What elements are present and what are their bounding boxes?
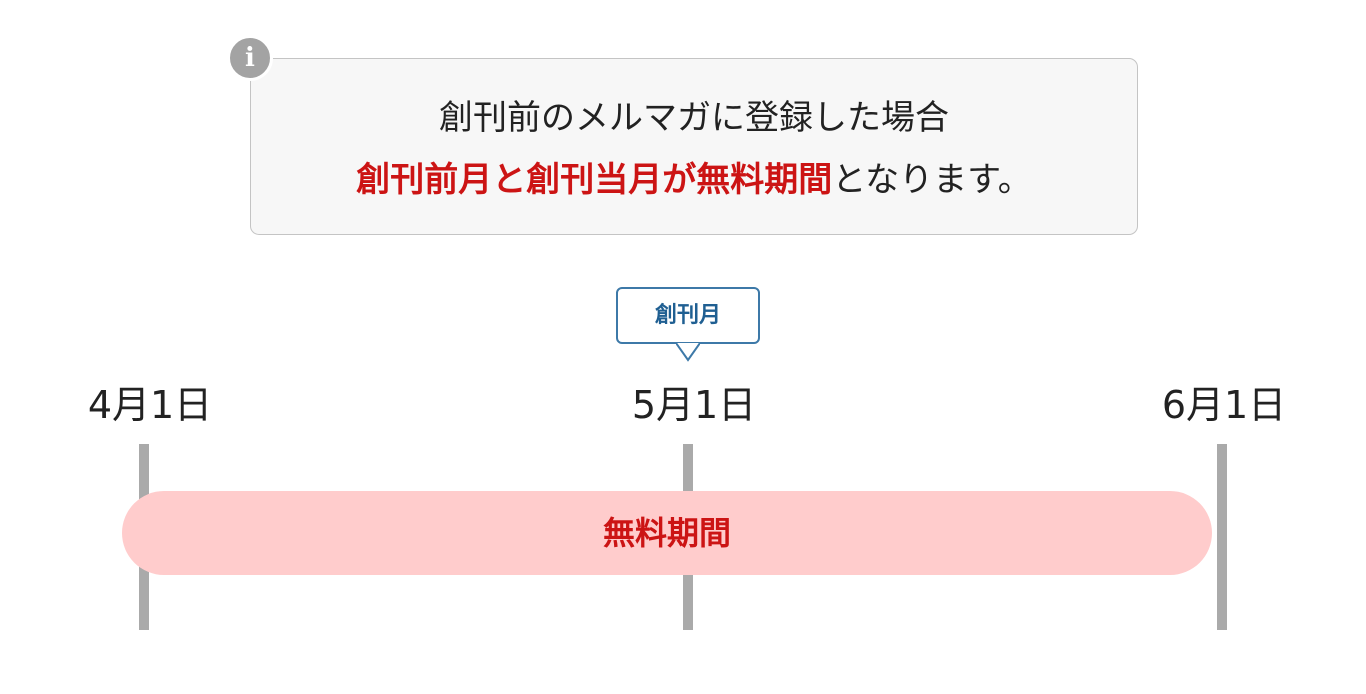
date-label-apr: 4月1日 [87, 383, 213, 427]
info-line-2: 創刊前月と創刊当月が無料期間となります。 [0, 157, 1366, 203]
info-line-2-rest: となります。 [832, 160, 1032, 200]
info-line-1: 創刊前のメルマガに登録した場合 [439, 98, 949, 138]
launch-month-callout: 創刊月 [616, 287, 760, 344]
free-period-highlight: 創刊前月と創刊当月が無料期間 [356, 160, 833, 200]
date-label-jun: 6月1日 [1161, 383, 1287, 427]
timeline-tick-jun [1217, 444, 1227, 630]
info-icon: i [227, 35, 273, 81]
free-period-bar: 無料期間 [122, 491, 1212, 575]
callout-pointer [676, 343, 700, 362]
info-box [250, 58, 1138, 235]
date-label-may: 5月1日 [631, 383, 757, 427]
